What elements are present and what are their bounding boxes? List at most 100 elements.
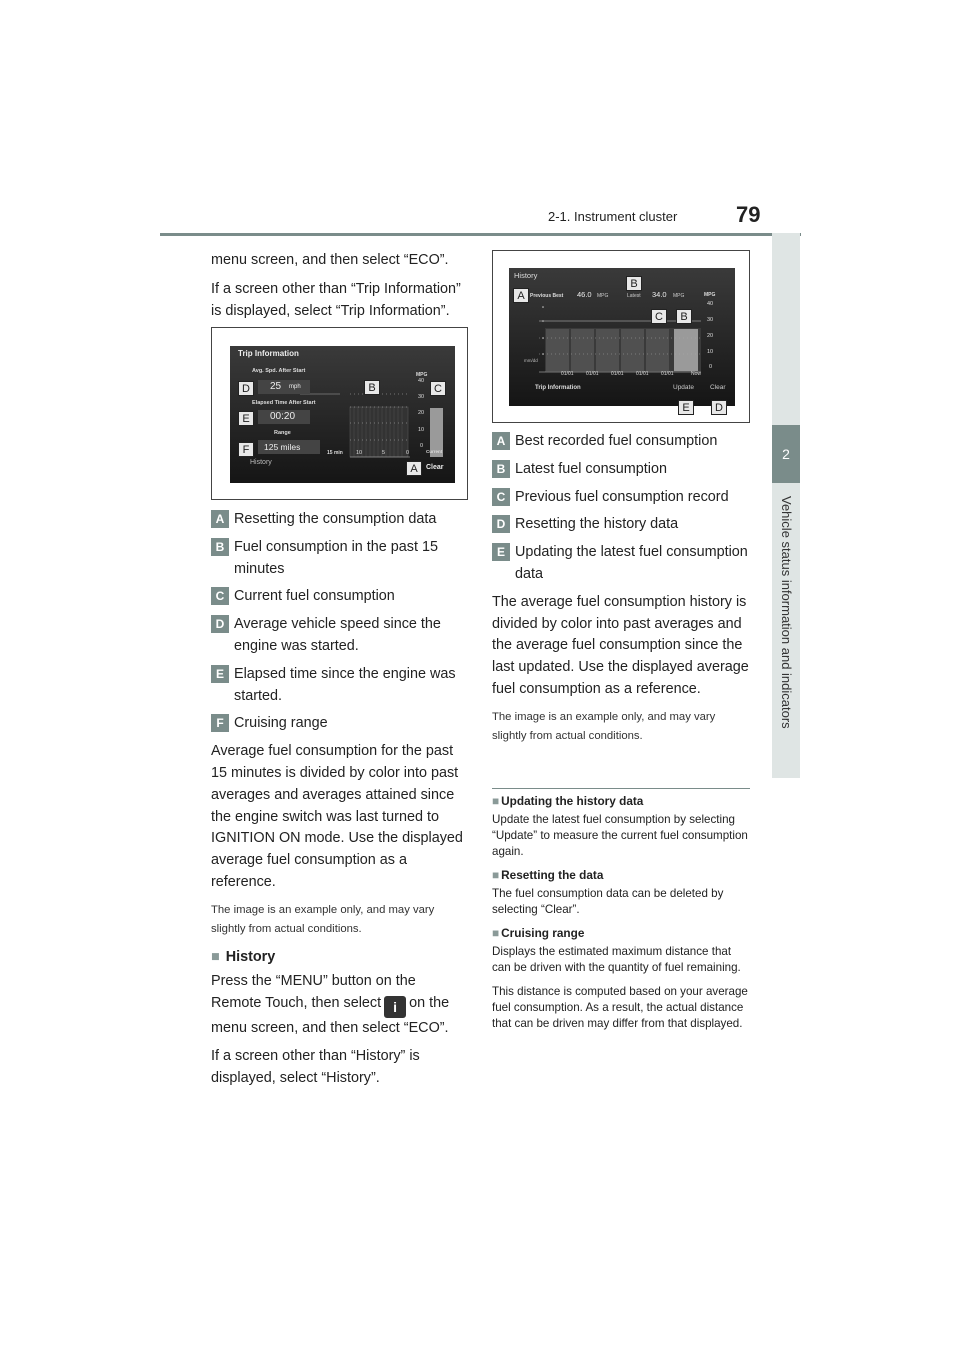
range-box: 125 miles [258, 440, 320, 454]
trip-screen: Trip Information Avg. Spd. After Start 2… [230, 346, 455, 483]
clear-button: Clear [426, 464, 444, 471]
header-rule [160, 233, 801, 236]
previous-best-unit: MPG [597, 293, 609, 299]
square-bullet-icon: ■ [211, 948, 220, 965]
legend-badge: A [492, 432, 510, 450]
legend-badge: B [492, 459, 510, 478]
history-screenshot: History Previous Best 46.0 MPG Latest 34… [492, 250, 750, 423]
cruising-range-text-1: Displays the estimated maximum distance … [492, 945, 741, 974]
y-tick-30: 30 [707, 317, 714, 323]
mpg-label: MPG [416, 372, 428, 378]
y-tick-30: 30 [418, 394, 425, 400]
y-tick-10: 10 [418, 427, 425, 433]
previous-best-label: Previous Best [530, 293, 564, 299]
x-tick-2: 01/01 [586, 371, 599, 377]
current-label: Current [426, 449, 443, 454]
legend-item-b: B Latest fuel consumption [492, 459, 750, 481]
legend-badge: C [211, 587, 229, 606]
y-tick-0: 0 [709, 364, 713, 370]
cruising-range-text-2: This distance is computed based on your … [492, 985, 748, 1030]
elapsed-label: Elapsed Time After Start [252, 400, 316, 406]
history-tab: History [250, 459, 272, 466]
callout-b: B [364, 380, 380, 395]
range-label: Range [274, 430, 291, 436]
x-tick-3: 01/01 [611, 371, 624, 377]
legend-text: Current fuel consumption [234, 588, 395, 605]
y-tick-40: 40 [418, 378, 425, 384]
mmdd-label: mm/dd [524, 358, 538, 363]
history-text-a: Press the “MENU” button on the Remote To… [211, 972, 416, 1011]
callout-e: E [678, 400, 694, 415]
chapter-number: 2 [772, 425, 800, 483]
history-text-b: on the menu screen, and then select “ECO… [211, 994, 450, 1036]
x-tick-4: 01/01 [636, 371, 649, 377]
legend-badge: E [211, 664, 229, 683]
notes-section: ■Updating the history data Update the la… [492, 794, 750, 1040]
legend-item-c: C Current fuel consumption [211, 586, 466, 608]
y-tick-20: 20 [707, 333, 714, 339]
resetting-data-heading: ■Resetting the data [492, 868, 750, 882]
callout-f: F [238, 442, 254, 457]
legend-text: Updating the latest fuel consumption dat… [515, 544, 748, 582]
latest-label: Latest [627, 293, 641, 299]
history-heading-text: History [225, 948, 276, 965]
avg-speed-box: 25 mph [258, 380, 310, 394]
callout-a: A [513, 288, 529, 303]
mpg-label: MPG [704, 292, 716, 298]
legend-text: Cruising range [234, 715, 328, 732]
avg-speed-unit: mph [289, 384, 301, 390]
heading-text: Cruising range [501, 926, 585, 940]
elapsed-value: 00:20 [270, 411, 296, 422]
y-tick-0: 0 [420, 443, 424, 449]
x-tick-0: 0 [406, 450, 410, 456]
update-button: Update [673, 384, 694, 391]
legend-badge: D [492, 515, 510, 534]
section-divider [492, 788, 750, 789]
x-tick-5: 5 [382, 450, 386, 456]
page-number: 79 [736, 202, 761, 227]
resetting-data-text: The fuel consumption data can be deleted… [492, 887, 724, 916]
history-title: History [514, 271, 538, 280]
heading-text: Resetting the data [501, 868, 604, 882]
intro-text-1: menu screen, and then select “ECO”. [211, 252, 449, 268]
square-bullet-icon: ■ [492, 794, 500, 808]
heading-text: Updating the history data [501, 794, 644, 808]
history-text-2: If a screen other than “History” is disp… [211, 1048, 420, 1087]
callout-b: B [676, 309, 692, 324]
elapsed-box: 00:20 [258, 410, 310, 424]
y-tick-20: 20 [418, 410, 425, 416]
left-column-intro: menu screen, and then select “ECO”. If a… [211, 250, 466, 329]
chapter-title: Vehicle status information and indicator… [779, 496, 794, 729]
body-text: Average fuel consumption for the past 15… [211, 743, 463, 890]
x-tick-1: 01/01 [561, 371, 574, 377]
clear-button: Clear [710, 384, 726, 391]
legend-text: Resetting the history data [515, 516, 679, 533]
x-tick-10: 10 [356, 450, 363, 456]
callout-e: E [238, 411, 254, 426]
legend-text: Elapsed time since the engine was starte… [234, 665, 456, 704]
trip-title: Trip Information [238, 349, 299, 358]
legend-badge: F [211, 714, 229, 733]
history-screen-graphic [509, 268, 735, 406]
legend-text: Latest fuel consumption [515, 460, 667, 477]
callout-d: D [711, 400, 727, 415]
legend-badge: B [211, 537, 229, 556]
section-title: 2-1. Instrument cluster [548, 209, 678, 224]
updating-history-text: Update the latest fuel consumption by se… [492, 813, 748, 858]
history-heading: ■ History [211, 949, 466, 965]
legend-badge: D [211, 615, 229, 634]
callout-a: A [406, 461, 422, 476]
avg-speed-label: Avg. Spd. After Start [252, 368, 306, 374]
callout-d: D [238, 381, 254, 396]
history-instructions: Press the “MENU” button on the Remote To… [211, 971, 466, 1040]
trip-information-screenshot: Trip Information Avg. Spd. After Start 2… [211, 327, 468, 500]
square-bullet-icon: ■ [492, 926, 500, 940]
side-tab-bottom [772, 483, 800, 778]
intro-text-2: If a screen other than “Trip Information… [211, 280, 461, 319]
